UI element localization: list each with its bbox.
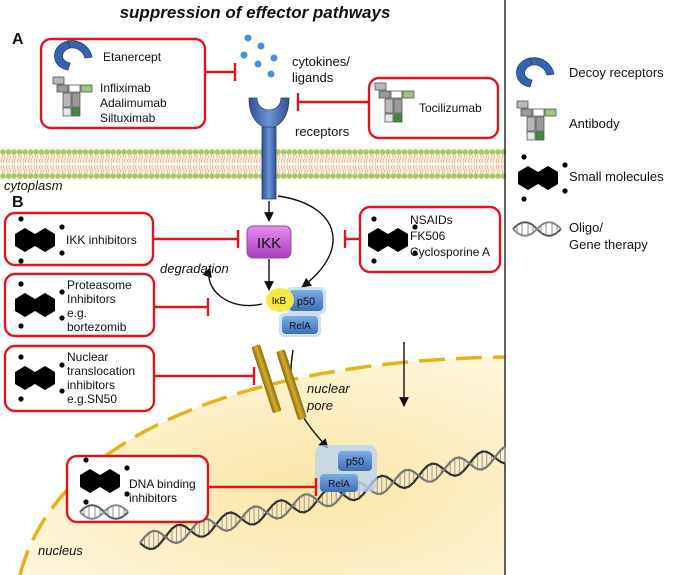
degradation-label: degradation [160,261,229,276]
nfkb-complex-cytoplasm: p50 RelA IκB [266,287,326,337]
proteasome-inhibitors-box: Proteasome Inhibitors e.g. bortezomib [3,272,156,338]
p50-label: p50 [297,296,315,308]
tocilizumab-label: Tocilizumab [419,101,482,115]
proteasome-inhibitors-label: Proteasome Inhibitors e.g. bortezomib [67,278,135,334]
legend-item-oligo: Oligo/ Gene therapy [512,220,648,252]
nuclear-translocation-label: Nuclear translocation inhibitors e.g.SN5… [67,350,138,406]
plasma-membrane [0,147,507,181]
legend-label-small-molecules: Small molecules [569,169,664,184]
cytoplasm-label: cytoplasm [4,178,63,193]
p50-nuclear-label: p50 [346,456,364,468]
ikk-inhibitors-label: IKK inhibitors [66,233,137,247]
legend-item-antibody: Antibody [516,100,620,141]
legend-label-antibody: Antibody [569,116,620,131]
nfkb-complex-nucleus: p50 RelA [315,445,377,492]
cytokine-receptor [248,97,290,200]
etanercept-label: Etanercept [103,50,162,64]
legend-item-decoy: Decoy receptors [516,57,664,88]
decoy-receptor-icon [516,57,555,88]
ikk-complex: IKK [246,225,292,259]
legend-item-small-molecule: Small molecules [518,154,664,202]
antibody-drugs-label: Infliximab Adalimumab Siltuximab [100,81,170,125]
rela-label: RelA [289,321,311,332]
rela-nuclear-label: RelA [328,479,350,490]
ikk-inhibitors-box: IKK inhibitors [3,211,155,267]
ikb-label: IκB [272,296,287,307]
dna-binding-box: DNA binding inhibitors [65,454,210,524]
cytokine-ligands [240,34,278,78]
legend-label-decoy: Decoy receptors [569,65,664,80]
degradation-arrow [202,267,263,307]
nuclear-pore-label: nuclear pore [306,381,353,413]
legend-label-oligo: Oligo/ Gene therapy [569,220,648,252]
dna-binding-label: DNA binding inhibitors [129,477,199,505]
antibody-icon [516,100,557,141]
nuclear-translocation-box: Nuclear translocation inhibitors e.g.SN5… [3,344,156,413]
nuclear-pore [251,344,307,420]
nsaids-box: NSAIDs FK506 Cyclosporine A [358,205,502,274]
figure-title: suppression of effector pathways [120,3,391,22]
small-molecule-icon [518,154,568,202]
legend: Decoy receptors Antibody Small molecules… [512,57,664,252]
receptors-label: receptors [295,124,350,139]
anti-cytokine-box: Etanercept Infliximab Adalimumab Siltuxi… [39,37,207,130]
panel-label-b: B [12,194,24,211]
panel-label-a: A [12,31,24,48]
nucleus-label: nucleus [38,543,83,558]
ikk-label: IKK [257,235,281,252]
receptor-to-complex-arrow [277,195,334,288]
nsaids-drugs-label: NSAIDs FK506 Cyclosporine A [410,213,490,259]
dna-helix-icon [512,221,562,237]
tocilizumab-box: Tocilizumab [367,76,500,140]
cytokines-label: cytokines/ ligands [292,54,353,85]
